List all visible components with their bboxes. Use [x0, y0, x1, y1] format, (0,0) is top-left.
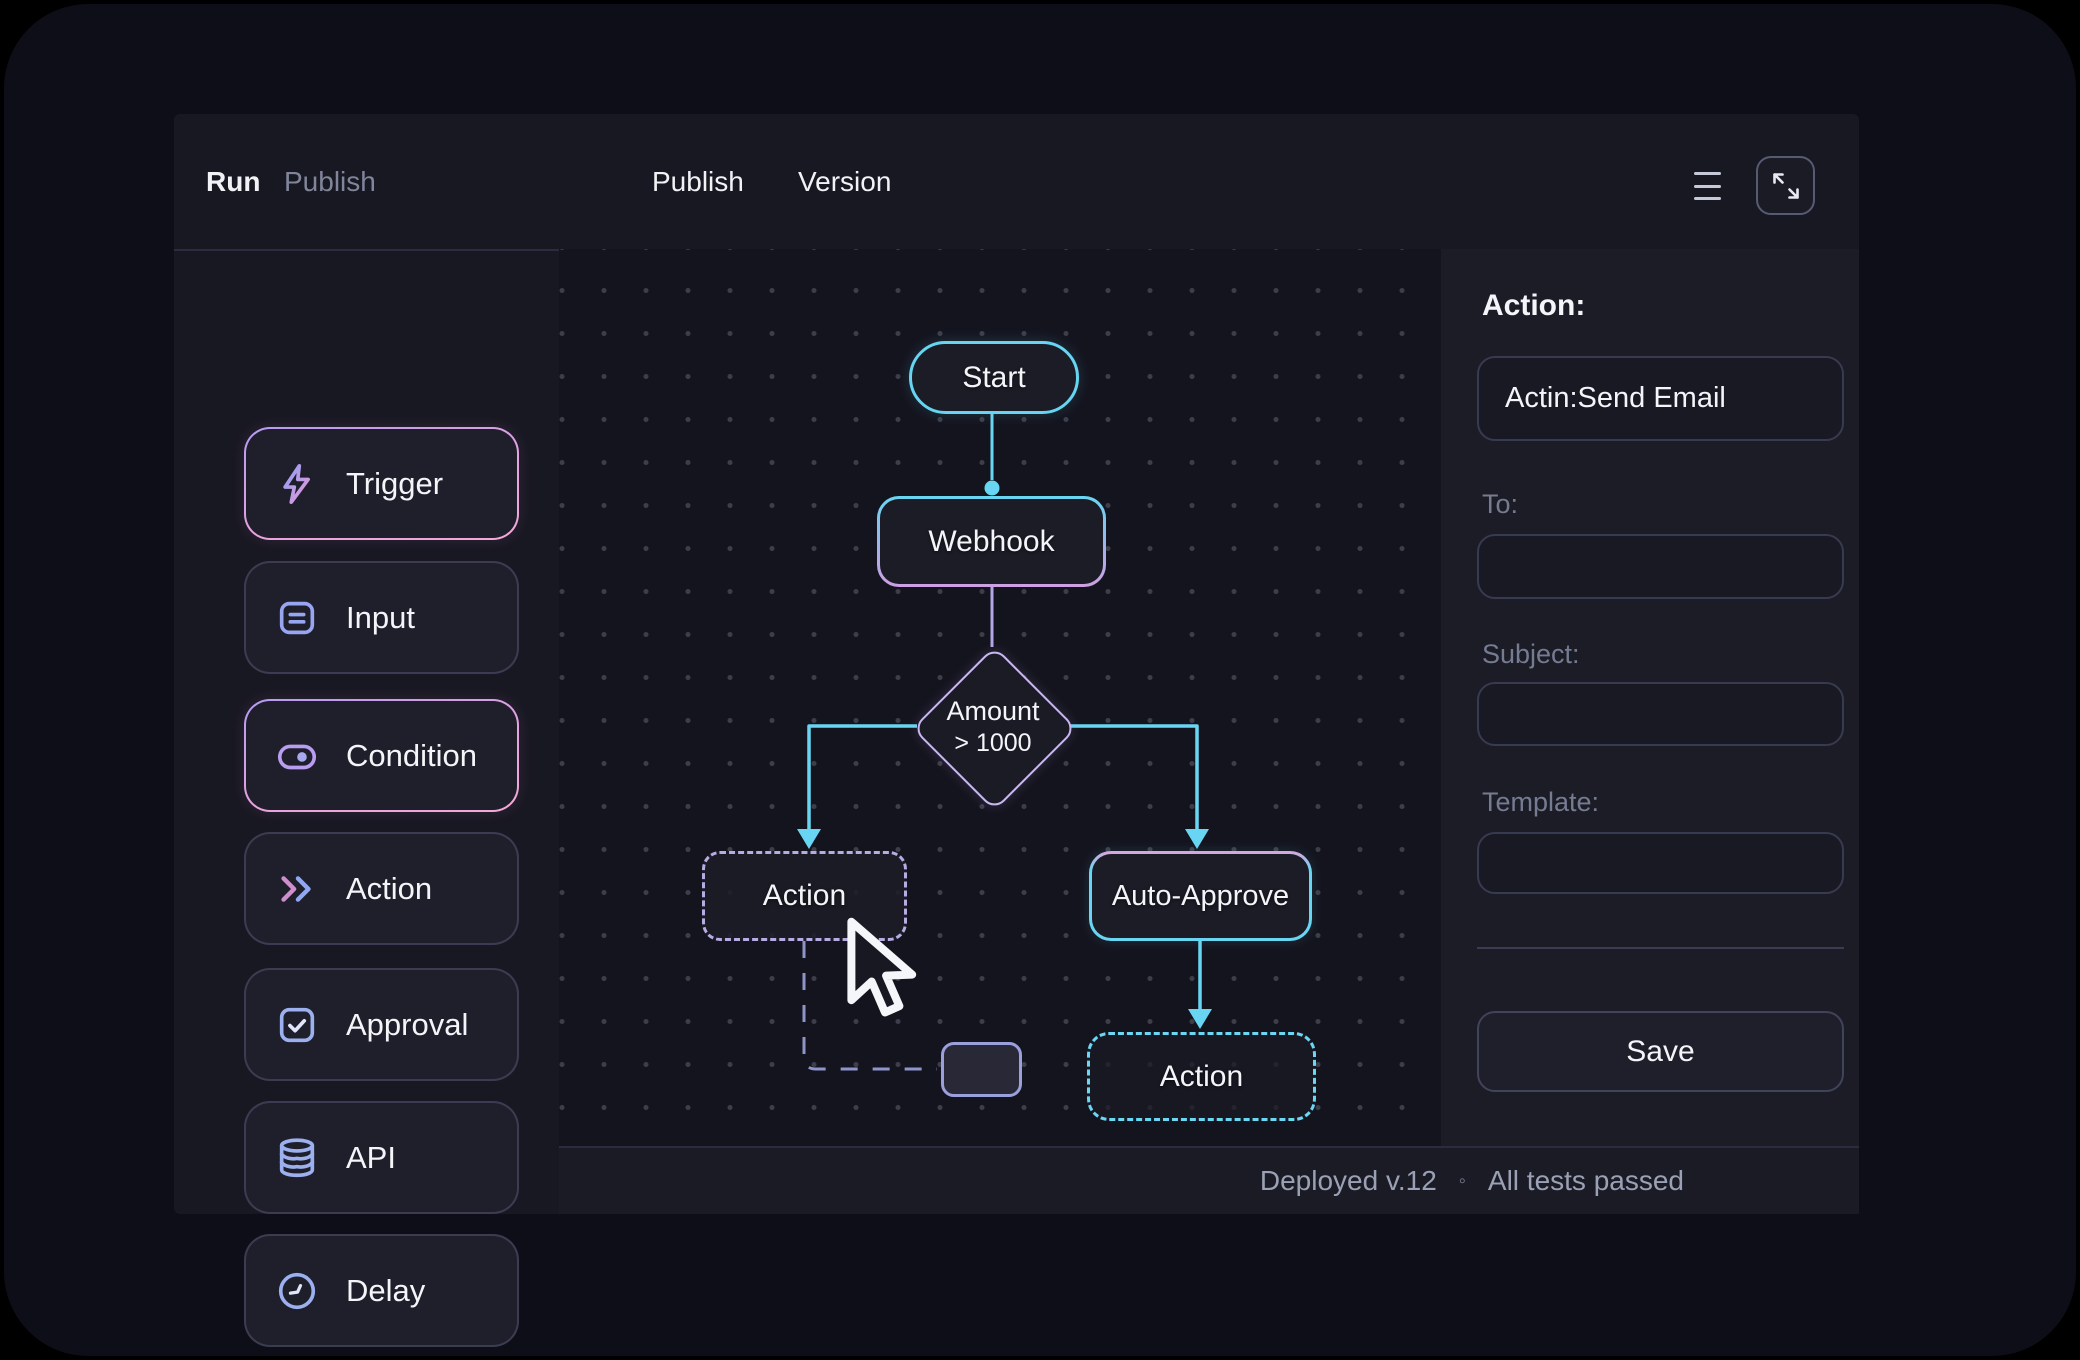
- condition-label: Amount > 1000: [946, 695, 1040, 758]
- node-placeholder[interactable]: [941, 1042, 1022, 1097]
- to-input[interactable]: [1477, 534, 1844, 599]
- template-label: Template:: [1482, 787, 1600, 817]
- connection-dot: [984, 480, 1000, 496]
- save-button[interactable]: Save: [1477, 1011, 1844, 1092]
- inspector-panel: Action: Actin:Send Email To: Subject: Te…: [1441, 249, 1859, 1146]
- template-input[interactable]: [1477, 832, 1844, 894]
- menu-icon[interactable]: [1694, 172, 1721, 200]
- run-button[interactable]: Run: [206, 165, 261, 197]
- workflow-builder-window: Run Publish Publish Version Trigger: [174, 114, 1859, 1345]
- clock-icon: [278, 1272, 316, 1309]
- node-action-left[interactable]: Action: [702, 851, 907, 941]
- top-bar: Run Publish Publish Version: [174, 114, 1859, 251]
- sidebar-item-trigger[interactable]: Trigger: [244, 427, 519, 540]
- node-label: Webhook: [928, 524, 1055, 558]
- node-label: Auto-Approve: [1111, 879, 1290, 912]
- node-auto-approve[interactable]: Auto-Approve: [1089, 851, 1312, 941]
- sidebar-item-label: API: [346, 1139, 396, 1175]
- inspector-heading: Action:: [1482, 289, 1586, 322]
- tests-status: All tests passed: [1487, 1165, 1684, 1196]
- node-label: Action: [762, 879, 847, 912]
- toggle-icon: [277, 744, 317, 769]
- checkbox-icon: [279, 1007, 315, 1042]
- mouse-cursor-icon: [847, 917, 917, 1017]
- publish-menu-item[interactable]: Publish: [652, 165, 744, 197]
- sidebar-item-label: Approval: [346, 1006, 469, 1042]
- version-menu-item[interactable]: Version: [798, 165, 892, 197]
- sidebar-item-input[interactable]: Input: [244, 561, 519, 674]
- action-select-value: Actin:Send Email: [1505, 382, 1726, 414]
- sidebar-item-label: Trigger: [346, 465, 444, 501]
- workflow-canvas[interactable]: Start Webhook Amount > 1000 Action Auto-…: [559, 249, 1441, 1146]
- sidebar-item-api[interactable]: API: [244, 1101, 519, 1214]
- subject-input[interactable]: [1477, 682, 1844, 746]
- arrowhead-left: [797, 829, 821, 849]
- database-icon: [279, 1137, 315, 1177]
- arrowhead-right: [1185, 829, 1209, 849]
- panel-divider: [1477, 947, 1844, 949]
- node-label: Action: [1159, 1059, 1244, 1093]
- subject-label: Subject:: [1482, 639, 1580, 669]
- status-separator: ◦: [1458, 1169, 1466, 1192]
- sidebar-item-label: Delay: [346, 1272, 426, 1308]
- expand-button[interactable]: [1756, 156, 1815, 215]
- node-action-right[interactable]: Action: [1087, 1032, 1316, 1121]
- publish-left-button[interactable]: Publish: [284, 165, 376, 197]
- sidebar-item-delay[interactable]: Delay: [244, 1234, 519, 1347]
- sidebar-item-label: Condition: [346, 737, 477, 773]
- sidebar-item-label: Input: [346, 599, 415, 635]
- status-bar: Deployed v.12 ◦ All tests passed: [559, 1146, 1859, 1214]
- expand-icon: [1772, 172, 1799, 199]
- sidebar-item-action[interactable]: Action: [244, 832, 519, 945]
- sidebar-item-label: Action: [346, 870, 433, 906]
- deployed-status: Deployed v.12: [1259, 1165, 1437, 1196]
- node-start[interactable]: Start: [909, 341, 1079, 414]
- action-select[interactable]: Actin:Send Email: [1477, 356, 1844, 441]
- arrowhead-bottom: [1188, 1009, 1212, 1029]
- sidebar-item-approval[interactable]: Approval: [244, 968, 519, 1081]
- node-webhook[interactable]: Webhook: [877, 496, 1106, 587]
- node-palette-sidebar: Trigger Input Condition Action: [174, 249, 561, 1345]
- connector-wires: [797, 414, 1212, 1071]
- lightning-icon: [283, 463, 310, 504]
- app-frame: Run Publish Publish Version Trigger: [4, 4, 2076, 1356]
- input-icon: [279, 601, 315, 634]
- to-label: To:: [1482, 489, 1519, 519]
- sidebar-item-condition[interactable]: Condition: [244, 699, 519, 812]
- node-label: Start: [962, 360, 1026, 394]
- chevrons-icon: [281, 875, 311, 902]
